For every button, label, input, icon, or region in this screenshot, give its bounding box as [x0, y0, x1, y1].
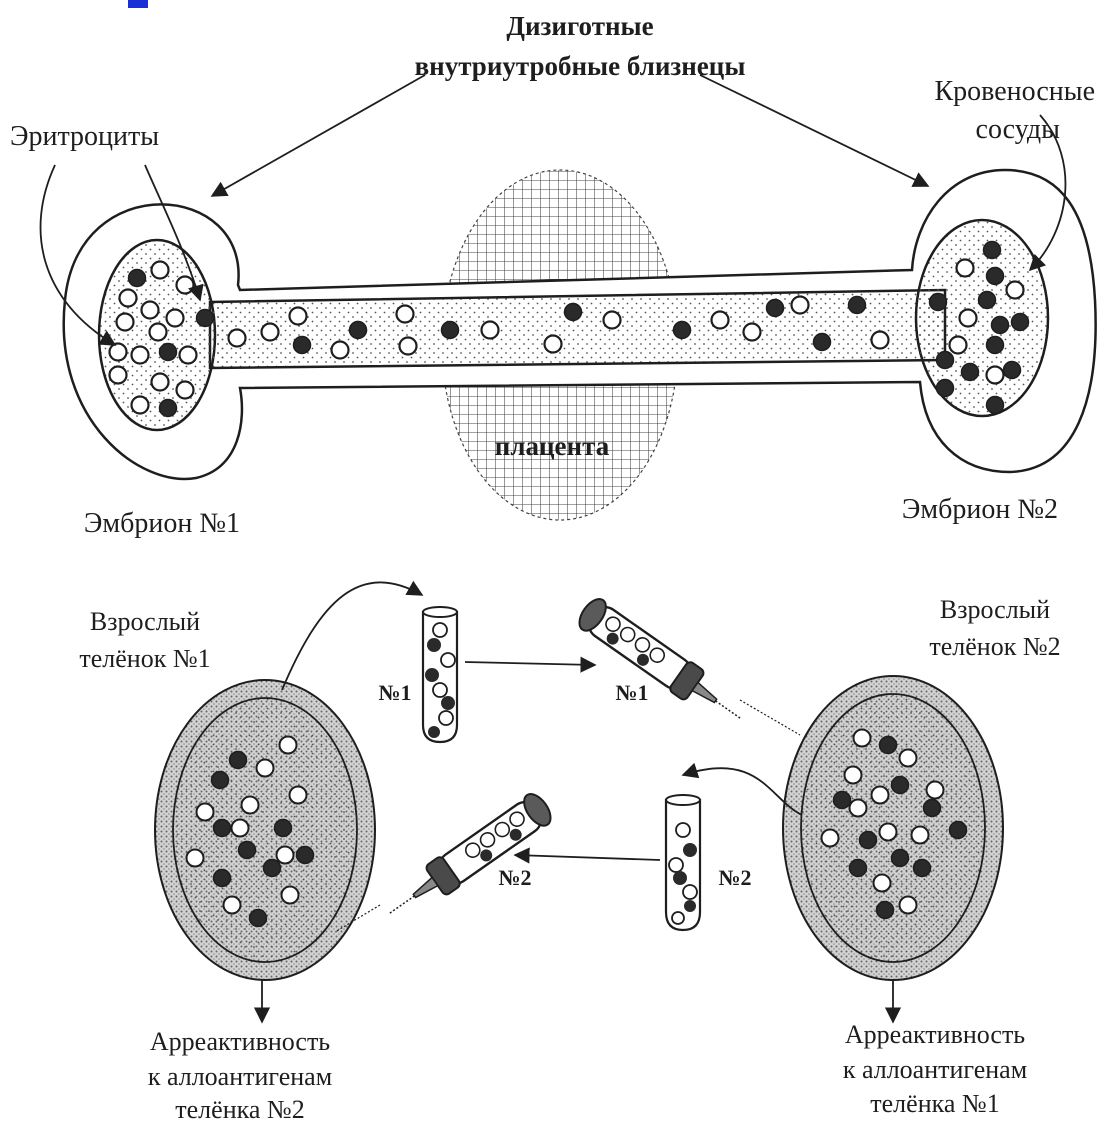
vessels-label-line2: сосуды	[976, 114, 1061, 145]
erythrocytes-label: Эритроциты	[10, 121, 159, 152]
calf2-label-line2: телёнок №2	[929, 632, 1060, 661]
syringe-1	[574, 594, 750, 732]
tube2-label: №2	[718, 865, 751, 890]
test-tube-2	[666, 795, 700, 930]
result-right-line1: Арреактивность	[845, 1020, 1025, 1049]
twins-label-line1: Дизиготные	[506, 11, 653, 41]
twins-label-line2: внутриутробные близнецы	[415, 51, 746, 81]
embryo2-label: Эмбрион №2	[902, 494, 1058, 525]
result-right-line3: телёнка №1	[870, 1089, 999, 1118]
test-tube-1	[423, 607, 457, 742]
placenta-label: плацента	[495, 431, 610, 461]
arrow-tube2-to-syringe2	[515, 855, 660, 860]
vessels-label-line1: Кровеносные	[935, 76, 1096, 107]
arrow-twins-right	[700, 75, 928, 186]
embryo1-label: Эмбрион №1	[84, 508, 240, 539]
calf1-label-line2: телёнок №1	[79, 644, 210, 673]
result-left-line1: Арреактивность	[150, 1027, 330, 1056]
arrow-tube1-to-syringe1	[465, 662, 595, 665]
top-accent-bar	[128, 0, 148, 8]
result-right-line2: к аллоантигенам	[843, 1055, 1027, 1084]
result-left-line3: телёнка №2	[175, 1095, 304, 1124]
needle-line-1	[740, 700, 800, 735]
syringe1-label: №1	[615, 680, 648, 705]
arrow-calf1-to-tube1	[282, 582, 422, 690]
calf1-label-line1: Взрослый	[90, 607, 200, 636]
syringe-2	[380, 789, 556, 927]
calf1-blood	[155, 680, 375, 980]
arrow-twins-left	[212, 75, 425, 196]
result-left-line2: к аллоантигенам	[148, 1062, 332, 1091]
syringe2-label: №2	[498, 865, 531, 890]
calf2-label-line1: Взрослый	[940, 595, 1050, 624]
tube1-label: №1	[378, 680, 411, 705]
